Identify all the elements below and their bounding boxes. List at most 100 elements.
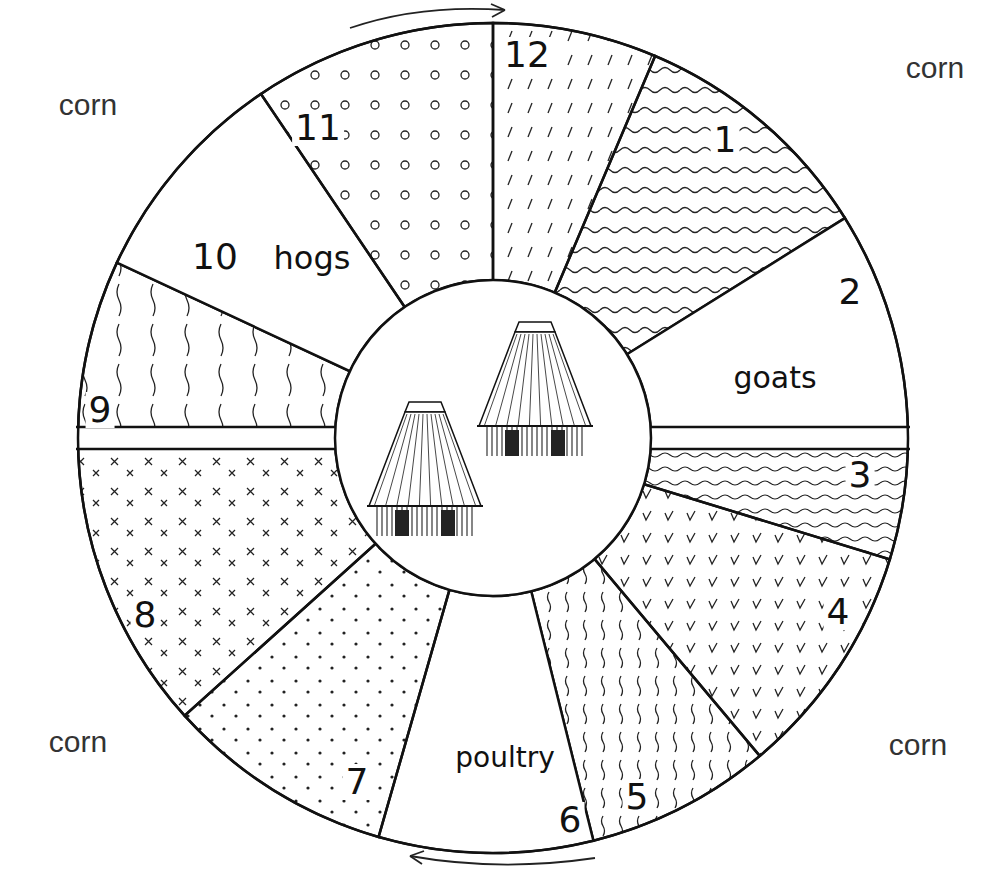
hut-post — [391, 506, 392, 536]
hut-post — [566, 426, 567, 456]
homestead-circle — [335, 280, 651, 596]
thatch-stroke — [386, 414, 411, 505]
gap-band — [76, 427, 337, 449]
hut-post — [521, 426, 522, 456]
hut-post — [411, 506, 412, 536]
crop-label: corn — [906, 53, 964, 83]
hut-post — [491, 426, 492, 456]
field-segment-node: 6poultry — [435, 728, 589, 842]
thatch-stroke — [419, 414, 423, 505]
thatch-stroke — [431, 414, 442, 505]
hut-post — [431, 506, 432, 536]
field-segment-node: 2 goats — [705, 262, 869, 397]
segment-number: 9 — [86, 392, 115, 428]
gap-line — [649, 448, 910, 451]
segment-number: 2 — [836, 274, 865, 310]
hut-post — [381, 506, 382, 536]
hut-roof — [369, 412, 481, 506]
hut-post — [466, 506, 467, 536]
hut-post — [501, 426, 502, 456]
animal-name: goats — [730, 363, 819, 393]
thatch-stroke — [408, 414, 419, 505]
field-segment-node: 3 — [790, 445, 879, 497]
hut-post — [421, 506, 422, 536]
crop-label: corn — [49, 727, 107, 757]
field-segment — [78, 438, 376, 716]
hut-door — [441, 510, 455, 536]
hut-post — [571, 426, 572, 456]
arrow-head — [491, 4, 505, 17]
hut-door — [395, 510, 409, 536]
gap-line — [649, 426, 910, 429]
segment-number: 1 — [711, 122, 740, 158]
segment-number: 3 — [846, 457, 875, 493]
hut-post — [576, 426, 577, 456]
hut-post — [436, 506, 437, 536]
thatch-stroke — [549, 334, 574, 425]
segment-number: 4 — [824, 594, 853, 630]
thatch-stroke — [485, 334, 517, 425]
field-segment-node: 1 — [655, 110, 744, 162]
segment-number: 12 — [501, 37, 553, 73]
hut-post — [426, 506, 427, 536]
hut-door — [551, 430, 565, 456]
hut-post — [486, 426, 487, 456]
hut-post — [541, 426, 542, 456]
hut-eave — [477, 425, 593, 427]
hut-post — [536, 426, 537, 456]
field-segment-node: 10 hogs — [145, 227, 358, 279]
field-segment-node: 12 — [457, 25, 557, 77]
field-segment — [261, 23, 493, 307]
arrow-head — [410, 851, 424, 864]
hut-post — [416, 506, 417, 536]
hut-post — [581, 426, 582, 456]
field-segment-node: 7 — [287, 752, 376, 804]
field-segment-node: 4 — [768, 582, 857, 634]
segment-number: 8 — [131, 597, 160, 633]
segment-number: 11 — [292, 110, 344, 146]
crop-label: corn — [889, 730, 947, 760]
thatch-stroke — [496, 334, 521, 425]
thatch-stroke — [518, 334, 529, 425]
segment-number: 10 — [189, 239, 241, 275]
thatch-stroke — [537, 334, 541, 425]
thatch-stroke — [507, 334, 525, 425]
thatch-stroke — [553, 334, 585, 425]
huts — [367, 322, 593, 536]
thatch-stroke — [541, 334, 552, 425]
hut-post — [456, 506, 457, 536]
segment-number: 6 — [556, 802, 585, 838]
thatch-stroke — [443, 414, 475, 505]
field-segment — [627, 218, 908, 438]
gap-line — [76, 426, 337, 429]
hut-cap — [405, 402, 445, 412]
hut-door — [505, 430, 519, 456]
segment-number: 7 — [343, 764, 372, 800]
field-segment-node: 8 — [75, 585, 164, 637]
rotation-arrow — [410, 856, 595, 865]
thatch-stroke — [375, 414, 407, 505]
field-segment-node: 11 — [248, 98, 348, 150]
hut-post — [461, 506, 462, 536]
animal-name: hogs — [271, 242, 354, 274]
hut-post — [546, 426, 547, 456]
field-segment-node: 9 — [30, 380, 119, 432]
segment-number: 5 — [623, 779, 652, 815]
gap-band — [649, 427, 910, 449]
thatch-stroke — [545, 334, 563, 425]
field-segment — [493, 23, 655, 293]
gap-line — [76, 448, 337, 451]
hut-post — [376, 506, 377, 536]
hut-post — [526, 426, 527, 456]
thatch-stroke — [529, 334, 533, 425]
thatch-stroke — [427, 414, 431, 505]
thatch-stroke — [397, 414, 415, 505]
hut-cap — [515, 322, 555, 332]
hut-post — [386, 506, 387, 536]
thatch-stroke — [435, 414, 453, 505]
rotation-arrow — [350, 9, 505, 28]
hut-eave — [367, 505, 483, 507]
hut-post — [496, 426, 497, 456]
